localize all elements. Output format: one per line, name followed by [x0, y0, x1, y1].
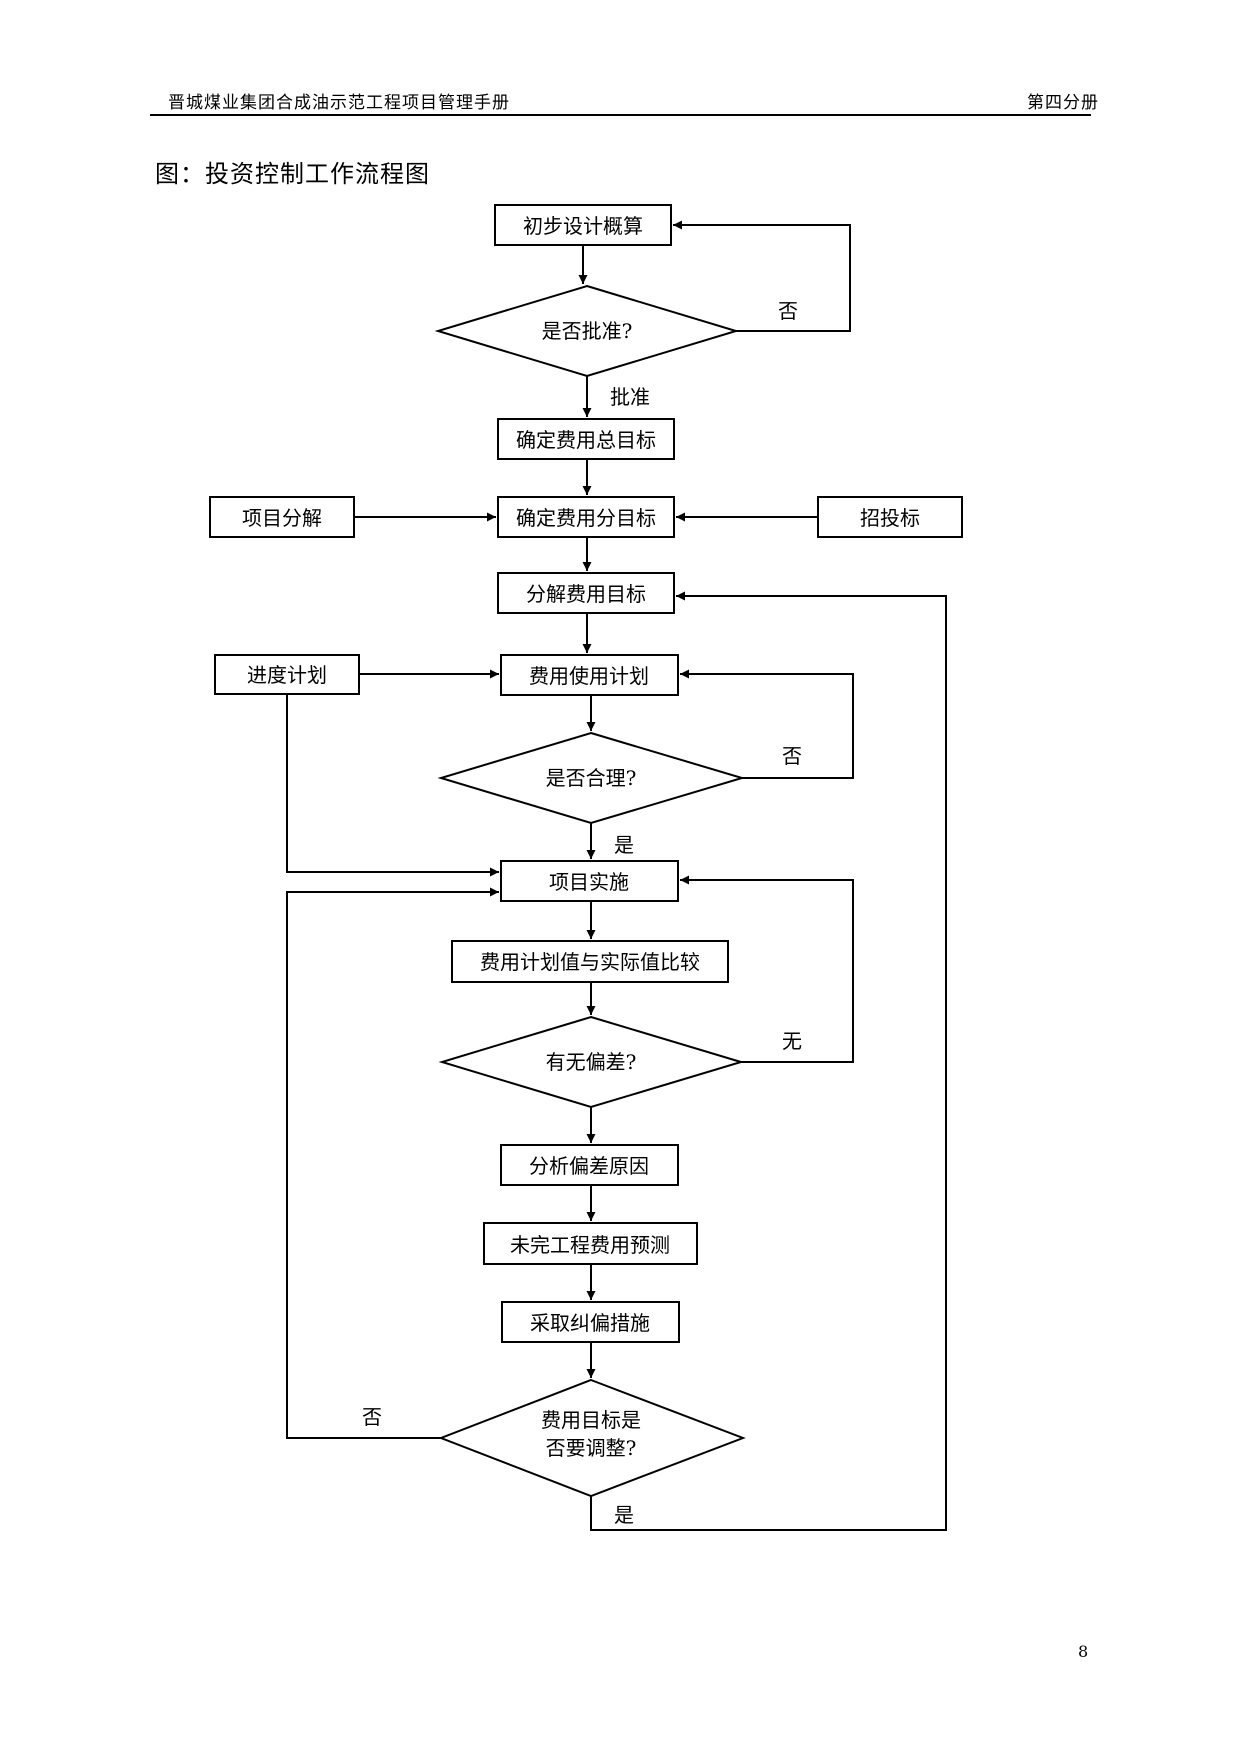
loop-d3-no — [680, 875, 854, 1063]
header-title: 晋城煤业集团合成油示范工程项目管理手册 — [168, 93, 510, 113]
loop-d4-no — [286, 887, 499, 1439]
loop-d2-no — [680, 669, 854, 779]
text-decompose-target: 分解费用目标 — [526, 582, 646, 606]
text-reasonable: 是否合理? — [546, 766, 637, 790]
text-project-breakdown: 项目分解 — [242, 506, 322, 530]
text-sub-cost-target: 确定费用分目标 — [516, 506, 656, 530]
text-plan-vs-actual: 费用计划值与实际值比较 — [480, 950, 700, 974]
box-project-implementation — [500, 860, 679, 902]
header-rule — [150, 114, 1091, 116]
text-corrective-actions: 采取纠偏措施 — [530, 1311, 650, 1335]
box-cost-usage-plan — [500, 654, 679, 696]
page-number: 8 — [1078, 1642, 1089, 1661]
loop-d4-yes — [590, 591, 947, 1531]
text-deviation: 有无偏差? — [546, 1050, 637, 1074]
box-deviation-analysis — [500, 1144, 679, 1186]
text-project-implementation: 项目实施 — [549, 870, 629, 894]
label-d4-no: 否 — [362, 1405, 382, 1429]
text-adjust-target-line2: 否要调整? — [546, 1436, 637, 1460]
label-d2-no: 否 — [782, 744, 802, 768]
text-adjust-target-line1: 费用目标是 — [541, 1408, 641, 1432]
text-cost-usage-plan: 费用使用计划 — [529, 664, 649, 688]
text-deviation-analysis: 分析偏差原因 — [529, 1154, 649, 1178]
text-total-cost-target: 确定费用总目标 — [516, 428, 656, 452]
label-d2-yes: 是 — [614, 833, 634, 857]
label-d1-no: 否 — [778, 299, 798, 323]
text-schedule-plan: 进度计划 — [247, 663, 327, 687]
text-approved: 是否批准? — [542, 319, 633, 343]
text-preliminary-estimate: 初步设计概算 — [523, 214, 643, 238]
header-volume: 第四分册 — [1027, 93, 1099, 113]
label-d3-no: 无 — [782, 1029, 802, 1053]
arrow-schedule-n6 — [286, 694, 499, 877]
label-d1-yes: 批准 — [610, 385, 650, 409]
text-bidding: 招投标 — [860, 506, 920, 530]
figure-title: 图：投资控制工作流程图 — [155, 160, 430, 188]
text-remaining-forecast: 未完工程费用预测 — [510, 1233, 670, 1257]
label-d4-yes: 是 — [614, 1503, 634, 1527]
loop-d1-no — [673, 220, 851, 332]
